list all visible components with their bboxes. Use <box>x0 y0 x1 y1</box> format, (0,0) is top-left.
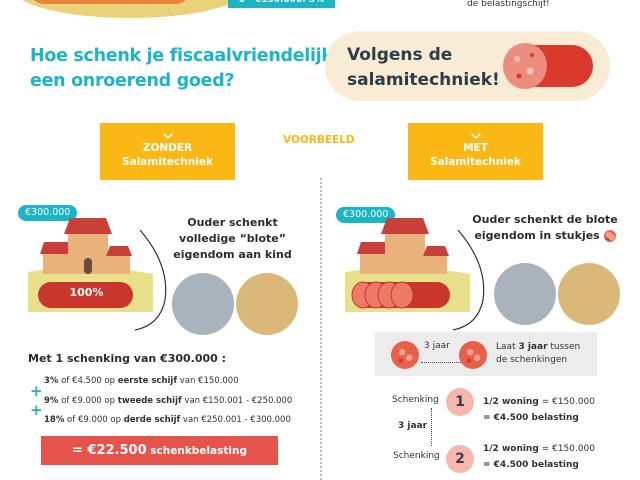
cut-text: de belastingschijf! <box>467 0 550 9</box>
speech-curve <box>452 229 485 331</box>
pill-line-2: salamitechniek! <box>347 70 500 90</box>
page-title: Hoe schenk je fiscaalvriendelijk een onr… <box>30 44 333 94</box>
without-technique-header: ZONDER Salamitechniek <box>100 123 235 180</box>
parent-avatar <box>494 263 556 325</box>
house-illustration <box>28 218 153 312</box>
plus-icon: + <box>30 382 43 400</box>
bubble-line: eigendom in stukjes <box>465 228 625 244</box>
donation-label: Schenking <box>393 451 440 461</box>
house-illustration <box>345 218 470 312</box>
header-line-2: Salamitechniek <box>430 156 521 168</box>
bracket-line: 9% of €9.000 op tweede schijf van €150.0… <box>44 396 293 406</box>
interval-line <box>431 408 432 446</box>
parent-avatar <box>172 273 234 335</box>
interval-label: 3 jaar <box>398 421 428 431</box>
salami-icon <box>503 43 593 89</box>
bubble-text: Ouder schenkt de blote eigendom in stukj… <box>465 212 625 244</box>
header-line-2: Salamitechniek <box>122 156 213 168</box>
value-badge: €300.000 <box>18 205 78 221</box>
with-technique-header: MET Salamitechniek <box>408 123 543 180</box>
speech-curve <box>134 229 167 331</box>
landscape-illustration <box>15 0 245 18</box>
total-tax: = €22.500 schenkbelasting <box>41 436 278 465</box>
chevron-down-icon <box>162 129 173 139</box>
divider <box>320 178 322 480</box>
child-avatar <box>236 273 298 335</box>
pill-text: Volgens de salamitechniek! <box>347 43 500 93</box>
donation-detail: 1/2 woning = €150.000= €4.500 belasting <box>483 444 596 470</box>
donation-detail: 1/2 woning = €150.000= €4.500 belasting <box>483 397 596 423</box>
bubble-line: Ouder schenkt de blote <box>472 213 618 226</box>
salami-pill: Volgens de salamitechniek! <box>325 31 610 101</box>
donation-number: 1 <box>446 388 474 416</box>
salami-slice-icon <box>603 230 616 242</box>
example-label: VOORBEELD <box>283 134 355 146</box>
donation-number: 2 <box>446 445 474 473</box>
donation-label: Schenking <box>392 395 439 405</box>
bubble-text: Ouder schenkt volledige “blote” eigendom… <box>170 215 295 263</box>
value-badge: €300.000 <box>336 207 396 223</box>
gap-label: 3 jaar <box>424 341 450 351</box>
title-line-2: een onroerend goed? <box>30 71 235 91</box>
plus-icon: + <box>30 401 43 419</box>
bracket-line: 18% of €9.000 op derde schijf van €250.0… <box>44 415 291 425</box>
salami-slice-icon <box>391 341 419 369</box>
header-line-1: ZONDER <box>142 142 193 154</box>
salami-percentage: 100% <box>69 286 104 299</box>
bubble-line: Ouder schenkt <box>187 216 278 229</box>
pill-line-1: Volgens de <box>347 45 453 65</box>
salami-slice-icon <box>459 341 487 369</box>
header-line-1: MET <box>463 142 488 154</box>
bracket-line: 3% of €4.500 op eerste schijf van €150.0… <box>44 376 239 386</box>
bubble-line: eigendom aan kind <box>173 248 292 261</box>
summary-title: Met 1 schenking van €300.000 : <box>28 352 227 365</box>
child-avatar <box>558 263 620 325</box>
title-line-1: Hoe schenk je fiscaalvriendelijk <box>30 46 333 66</box>
chevron-down-icon <box>470 129 481 139</box>
gap-line <box>421 362 461 363</box>
bubble-line: volledige “blote” <box>179 232 286 245</box>
rate-badge: 0 - €150.000: 3% <box>228 0 335 8</box>
